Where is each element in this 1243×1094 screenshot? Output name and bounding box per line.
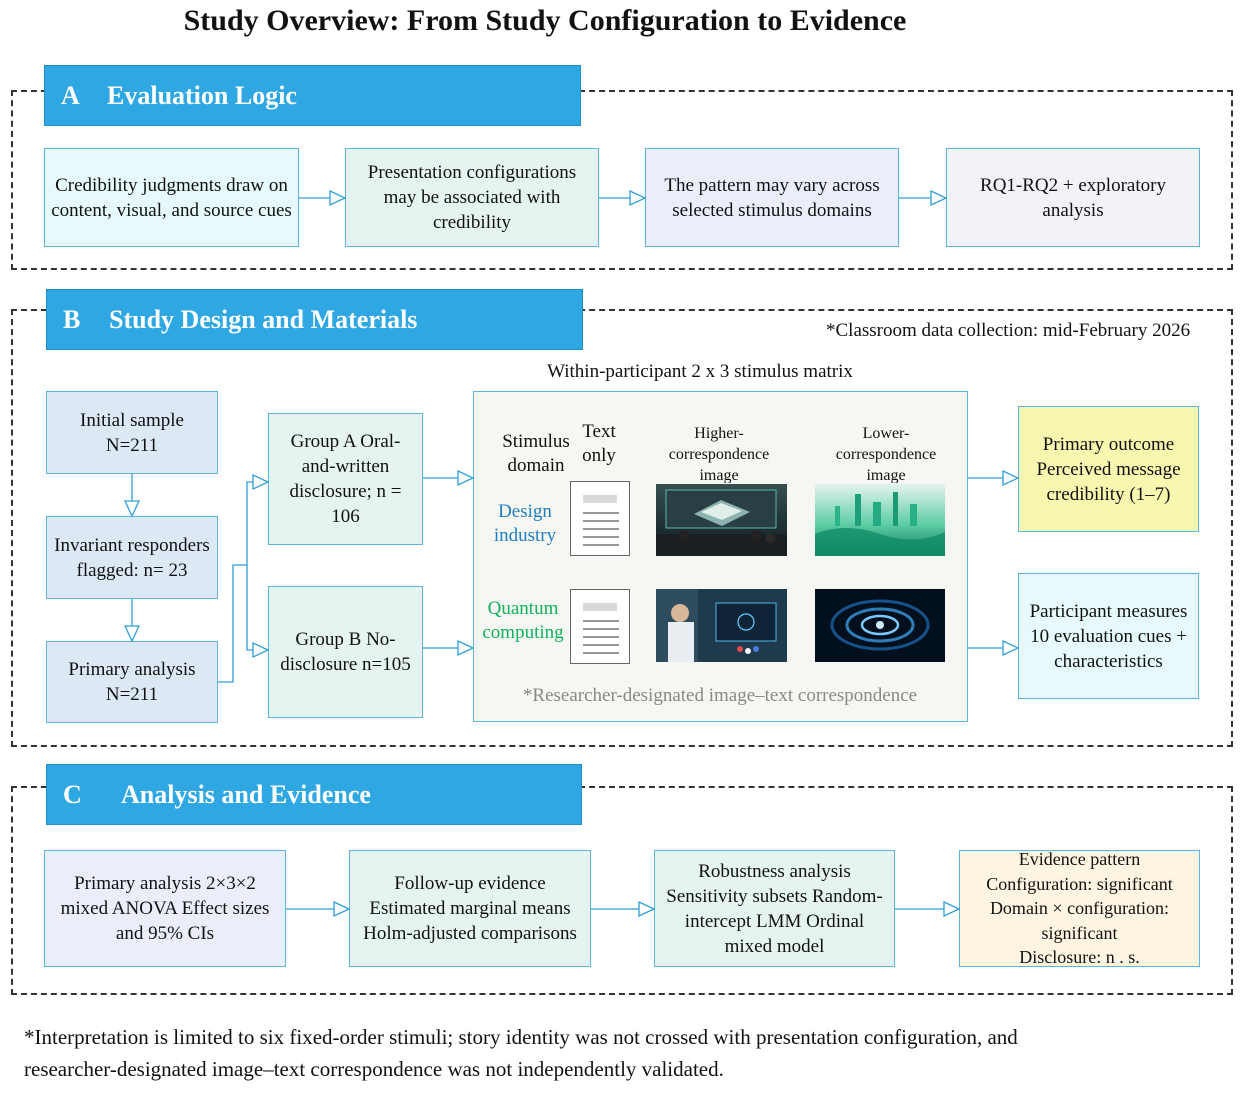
arrowhead-icon: [638, 900, 656, 918]
design-higher-correspondence-image: [656, 484, 787, 556]
panel-a-letter: A: [61, 80, 80, 110]
panel-c-header: C Analysis and Evidence: [46, 764, 582, 825]
box-credibility-cues: Credibility judgments draw on content, v…: [44, 148, 299, 247]
text-only-document-icon: [570, 589, 630, 664]
design-lower-correspondence-image: [815, 484, 945, 556]
arrowhead-icon: [123, 625, 141, 643]
panel-c-title: Analysis and Evidence: [121, 779, 371, 809]
matrix-col-text-only: Text only: [582, 421, 616, 466]
stimulus-matrix: [473, 391, 968, 722]
panel-a-header: A Evaluation Logic: [44, 65, 581, 126]
box-group-a: Group A Oral-and-written disclosure; n =…: [268, 413, 423, 545]
panel-a-title: Evaluation Logic: [107, 80, 297, 110]
box-primary-outcome: Primary outcome Perceived message credib…: [1018, 406, 1199, 532]
box-primary-analysis-sample: Primary analysis N=211: [46, 641, 218, 723]
matrix-row-design: Design industry: [493, 501, 557, 546]
evidence-pattern-heading: Evidence pattern: [1018, 849, 1141, 870]
arrowhead-icon: [930, 189, 948, 207]
quantum-higher-correspondence-image: [656, 589, 787, 662]
arrowhead-icon: [329, 189, 347, 207]
data-collection-note: *Classroom data collection: mid-February…: [826, 320, 1191, 341]
arrowhead-icon: [252, 641, 270, 659]
connector-arrow: [246, 565, 253, 651]
box-invariant-responders: Invariant responders flagged: n= 23: [46, 516, 218, 599]
box-primary-anova: Primary analysis 2×3×2 mixed ANOVA Effec…: [44, 850, 286, 967]
arrowhead-icon: [943, 900, 961, 918]
matrix-row-quantum: Quantum computing: [482, 598, 564, 643]
box-follow-up-evidence: Follow-up evidence Estimated marginal me…: [349, 850, 591, 967]
panel-b-title: Study Design and Materials: [109, 304, 418, 334]
arrowhead-icon: [333, 900, 351, 918]
arrowhead-icon: [457, 639, 475, 657]
footnote-line-1: *Interpretation is limited to six fixed-…: [24, 1025, 1018, 1049]
box-pattern-domains: The pattern may vary across selected sti…: [645, 148, 899, 247]
arrowhead-icon: [252, 473, 270, 491]
arrowhead-icon: [1002, 469, 1020, 487]
box-robustness-analysis: Robustness analysis Sensitivity subsets …: [654, 850, 895, 967]
panel-c-letter: C: [63, 779, 82, 809]
box-research-questions: RQ1-RQ2 + exploratory analysis: [946, 148, 1200, 247]
matrix-col-higher: Higher-correspondence image: [668, 425, 770, 483]
arrowhead-icon: [629, 189, 647, 207]
page-title: Study Overview: From Study Configuration…: [183, 4, 907, 37]
matrix-caption: Within-participant 2 x 3 stimulus matrix: [547, 361, 853, 382]
evidence-configuration: Configuration: significant: [986, 873, 1173, 894]
matrix-col-domain: Stimulus domain: [502, 431, 570, 476]
text-only-document-icon: [570, 481, 630, 556]
box-initial-sample: Initial sample N=211: [46, 391, 218, 474]
panel-analysis-evidence: [11, 786, 1233, 995]
box-evidence-pattern: Evidence pattern Configuration: signific…: [959, 849, 1200, 968]
arrowhead-icon: [1002, 639, 1020, 657]
evidence-disclosure: Disclosure: n . s.: [1019, 947, 1140, 968]
matrix-col-lower: Lower-correspondence image: [835, 425, 937, 483]
panel-b-letter: B: [63, 304, 81, 334]
box-group-b: Group B No-disclosure n=105: [268, 586, 423, 718]
footnote-line-2: researcher-designated image–text corresp…: [24, 1057, 724, 1081]
connector-arrow: [218, 481, 253, 683]
box-participant-measures: Participant measures 10 evaluation cues …: [1018, 573, 1199, 699]
panel-b-header: B Study Design and Materials: [46, 289, 583, 350]
panel-evaluation-logic: [11, 90, 1233, 270]
matrix-footnote: *Researcher-designated image–text corres…: [522, 685, 918, 706]
quantum-lower-correspondence-image: [815, 589, 945, 662]
panel-study-design: [11, 309, 1233, 747]
arrowhead-icon: [123, 500, 141, 518]
evidence-domain-configuration: Domain × configuration: significant: [989, 898, 1170, 943]
box-presentation-configurations: Presentation configurations may be assoc…: [345, 148, 599, 247]
arrowhead-icon: [457, 469, 475, 487]
